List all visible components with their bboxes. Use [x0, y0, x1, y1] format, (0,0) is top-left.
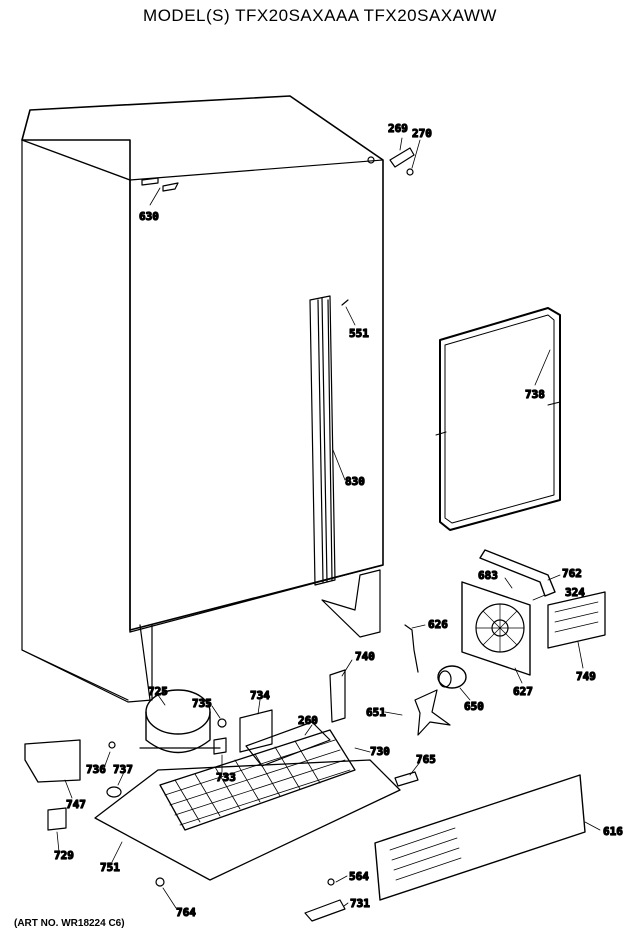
callout-627: 627 — [513, 685, 533, 698]
base-pan — [94, 759, 401, 881]
callout-650: 650 — [464, 700, 484, 713]
callout-735: 735 — [192, 697, 212, 710]
callout-765: 765 — [416, 753, 436, 766]
callout-725: 725 — [148, 685, 168, 698]
rear-grille — [374, 774, 586, 901]
wire-harness — [404, 624, 419, 673]
callout-269: 269 — [388, 122, 408, 135]
clip-731 — [304, 899, 346, 922]
grommet — [217, 718, 227, 728]
bracket — [24, 739, 81, 783]
callout-740: 740 — [355, 650, 375, 663]
callout-830: 830 — [345, 475, 365, 488]
callout-324: 324 — [565, 586, 585, 599]
callout-729: 729 — [54, 849, 74, 862]
callout-651: 651 — [366, 706, 386, 719]
model-title: MODEL(S) TFX20SAXAAA TFX20SAXAWW — [143, 6, 497, 25]
relay — [239, 709, 273, 753]
shroud-tube — [479, 549, 556, 597]
callout-270: 270 — [412, 127, 432, 140]
callout-733: 733 — [216, 771, 236, 784]
callout-738: 738 — [525, 388, 545, 401]
callout-551: 551 — [349, 327, 369, 340]
callout-260: 260 — [298, 714, 318, 727]
callout-730: 730 — [370, 745, 390, 758]
condenser-coil — [159, 729, 356, 831]
callout-564: 564 — [349, 870, 369, 883]
fan-blade — [414, 689, 451, 736]
capacitor — [47, 807, 67, 831]
fan-motor — [437, 665, 467, 689]
overload — [213, 737, 227, 755]
leader-lines — [56, 137, 601, 909]
callout-734: 734 — [250, 689, 270, 702]
callout-747: 747 — [66, 798, 86, 811]
callout-751: 751 — [100, 861, 120, 874]
callout-764: 764 — [176, 906, 196, 919]
callout-616: 616 — [603, 825, 623, 838]
compressor — [139, 689, 221, 754]
thermostat — [329, 669, 346, 723]
art-number: (ART NO. WR18224 C6) — [14, 918, 125, 929]
cabinet — [21, 95, 415, 703]
callout-683: 683 — [478, 569, 498, 582]
callout-731: 731 — [350, 897, 370, 910]
callout-762: 762 — [562, 567, 582, 580]
control-board — [547, 591, 606, 649]
callout-737: 737 — [113, 763, 133, 776]
callout-626: 626 — [428, 618, 448, 631]
callout-749: 749 — [576, 670, 596, 683]
fan-housing — [461, 581, 531, 676]
door-gasket — [435, 307, 561, 531]
mullion-strip — [309, 295, 349, 586]
callout-736: 736 — [86, 763, 106, 776]
callout-630: 630 — [139, 210, 159, 223]
drain-pan — [245, 721, 331, 767]
